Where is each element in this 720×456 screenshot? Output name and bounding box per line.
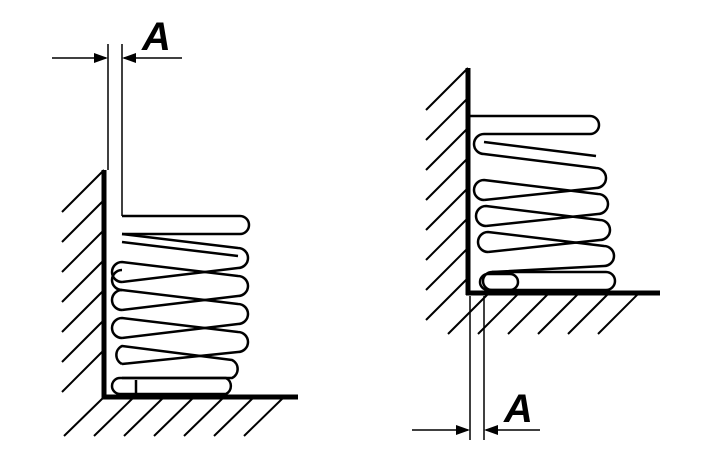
left-spring — [110, 214, 251, 396]
right-arrow-left-icon — [484, 425, 498, 435]
left-arrow-right-icon — [94, 53, 108, 63]
right-arrow-right-icon — [456, 425, 470, 435]
right-dimension-label: A — [503, 387, 533, 431]
left-figure: A — [52, 15, 298, 437]
left-arrow-left-icon — [122, 53, 136, 63]
left-wall-hatching — [61, 169, 105, 393]
left-dimension — [52, 44, 182, 216]
right-floor-hatching — [447, 293, 639, 335]
right-spring — [470, 114, 617, 292]
left-floor-hatching — [63, 396, 285, 437]
right-wall-hatching — [425, 67, 469, 321]
right-figure: A — [412, 67, 660, 440]
right-dimension — [412, 296, 540, 440]
left-dimension-label: A — [141, 15, 171, 59]
